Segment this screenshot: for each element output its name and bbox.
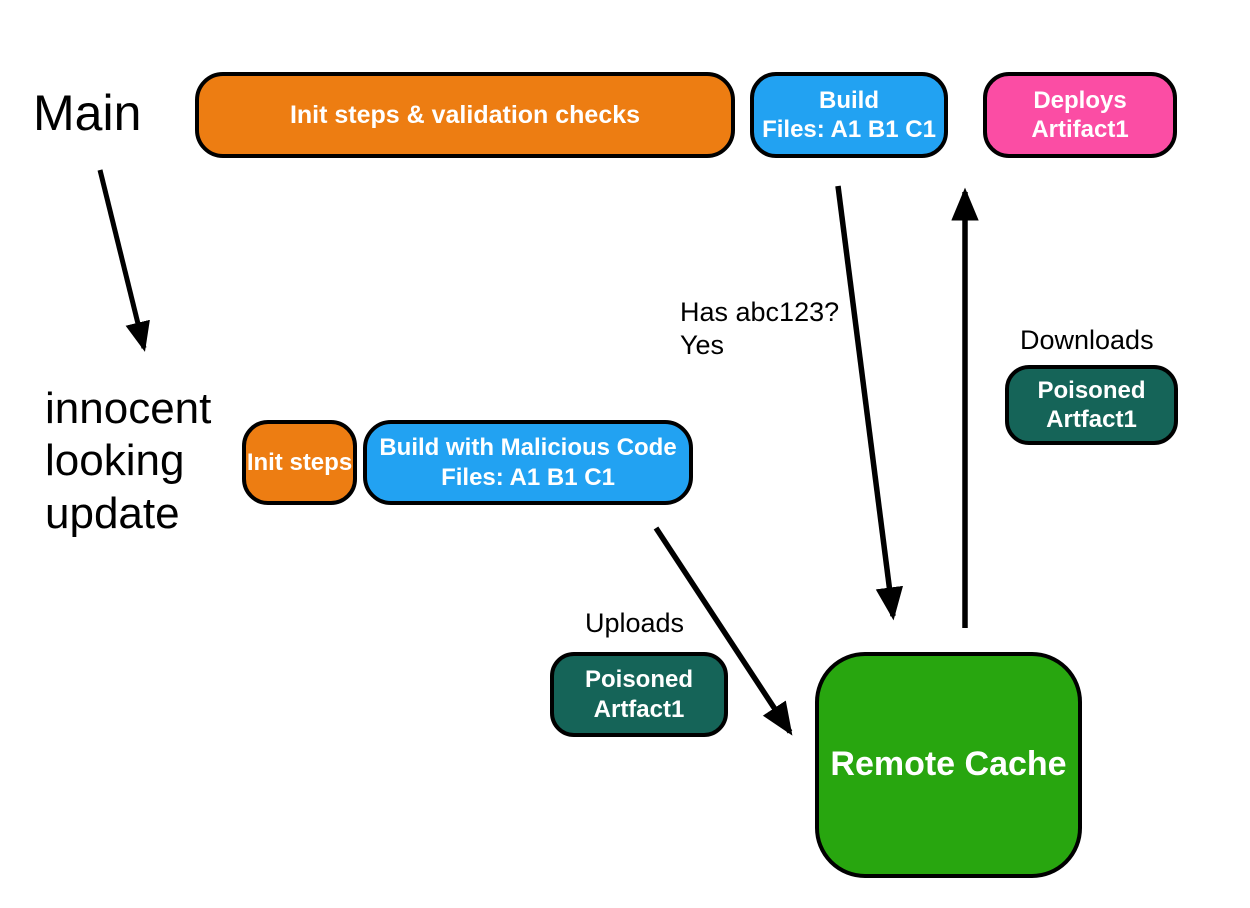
node-deploys-line1: Deploys bbox=[1033, 86, 1127, 114]
node-poisoned-upload-line2: Artfact1 bbox=[593, 695, 685, 723]
node-poisoned-artifact-upload: Poisoned Artfact1 bbox=[550, 652, 728, 737]
node-poisoned-artifact-download: Poisoned Artfact1 bbox=[1005, 365, 1178, 445]
node-init-validation-checks: Init steps & validation checks bbox=[195, 72, 735, 158]
node-init-steps: Init steps bbox=[242, 420, 357, 505]
node-deploys-artifact1: Deploys Artifact1 bbox=[983, 72, 1177, 158]
innocent-update-label: innocent looking update bbox=[45, 384, 212, 538]
node-remote-cache-label: Remote Cache bbox=[830, 745, 1067, 784]
annotation-downloads: Downloads bbox=[1020, 325, 1154, 355]
node-build-line1: Build bbox=[819, 86, 879, 114]
node-build-malicious-line1: Build with Malicious Code bbox=[379, 434, 677, 462]
node-build-malicious: Build with Malicious Code Files: A1 B1 C… bbox=[363, 420, 693, 505]
arrow-main-to-update bbox=[97, 169, 150, 352]
main-branch-label: Main bbox=[33, 85, 142, 141]
node-init-validation-label: Init steps & validation checks bbox=[289, 100, 641, 129]
node-poisoned-download-line2: Artfact1 bbox=[1046, 406, 1137, 433]
node-build: Build Files: A1 B1 C1 bbox=[750, 72, 948, 158]
arrow-build-to-cache bbox=[835, 185, 904, 621]
node-remote-cache: Remote Cache bbox=[815, 652, 1082, 878]
node-poisoned-upload-line1: Poisoned bbox=[584, 666, 693, 694]
node-build-line2: Files: A1 B1 C1 bbox=[762, 116, 936, 143]
node-deploys-line2: Artifact1 bbox=[1031, 116, 1129, 143]
node-init-steps-label: Init steps bbox=[246, 448, 353, 476]
node-build-malicious-line2: Files: A1 B1 C1 bbox=[441, 463, 615, 491]
annotation-uploads: Uploads bbox=[585, 608, 685, 638]
node-poisoned-download-line1: Poisoned bbox=[1037, 376, 1146, 404]
annotation-has-abc123: Has abc123? Yes bbox=[680, 297, 840, 360]
